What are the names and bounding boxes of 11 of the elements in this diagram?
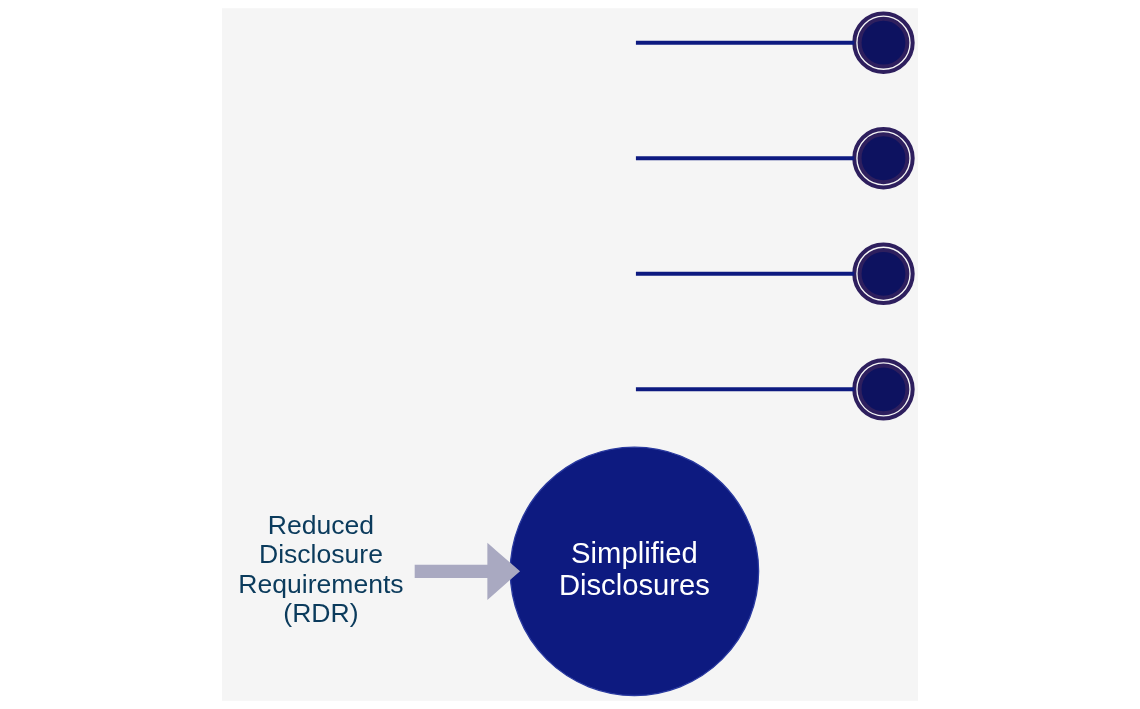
node-circle [852, 127, 915, 190]
node-circle [852, 242, 915, 305]
node-circle [852, 11, 915, 74]
connector [635, 387, 855, 392]
node-circle [852, 358, 915, 421]
connector [635, 156, 855, 161]
connector [635, 271, 855, 276]
node-text: Reduced Disclosure Requirements (RDR) [238, 510, 404, 628]
connector [635, 40, 855, 45]
node-circle: Simplified Disclosures [509, 446, 760, 697]
arrow [414, 542, 521, 600]
